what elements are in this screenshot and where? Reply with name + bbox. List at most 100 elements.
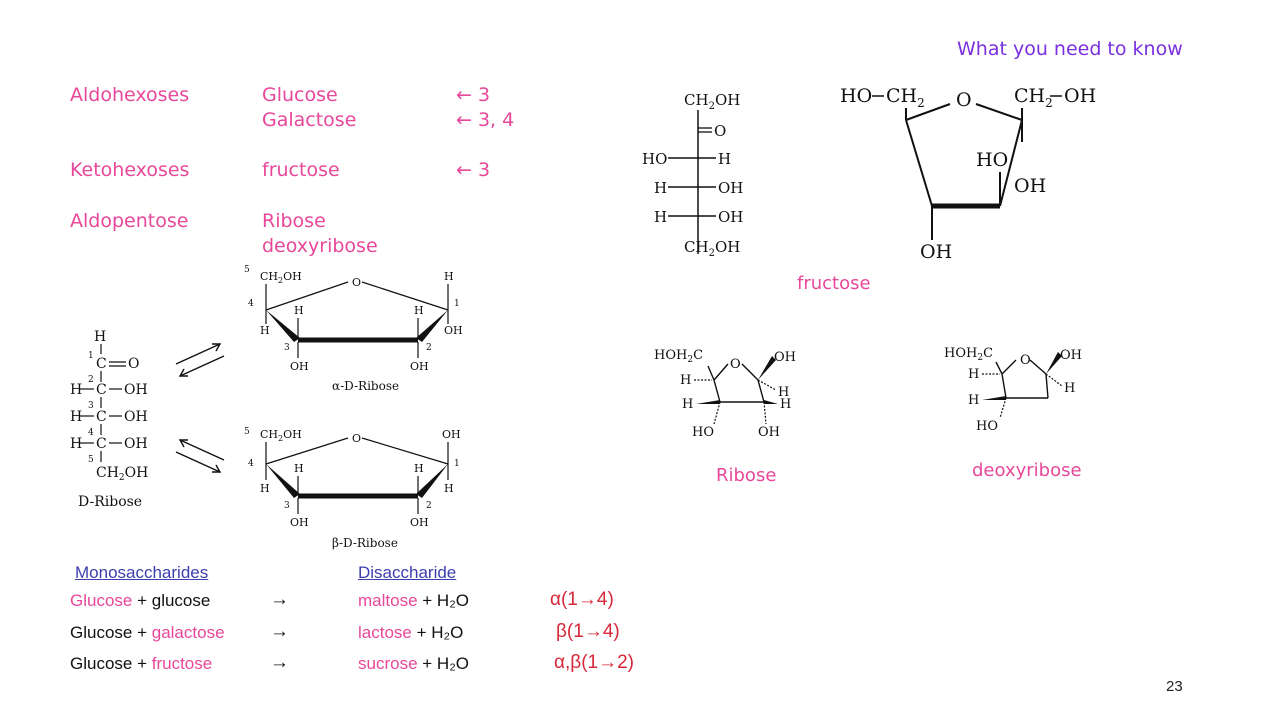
ribose-ring-structure: HOH2C O OH H H H H HO OH [654,348,796,440]
product-name: maltose [358,591,418,610]
svg-text:4: 4 [248,299,254,309]
column-header-monosaccharides: Monosaccharides [75,563,209,582]
fructose-haworth-structure: HO CH2 O CH2 OH HO OH OH [840,85,1096,263]
reactant-a: Glucose [70,654,133,673]
svg-text:3: 3 [284,501,290,511]
svg-text:OH: OH [1060,348,1082,363]
svg-text:O: O [714,122,726,140]
glycosidic-bond: α,β(1→2) [554,652,634,673]
svg-text:4: 4 [88,428,94,438]
caption-ribose: Ribose [716,465,777,486]
svg-text:C: C [96,436,107,452]
reaction-arrow: → [270,589,289,610]
svg-text:HO: HO [976,149,1008,171]
svg-text:H: H [654,179,667,197]
svg-text:2: 2 [88,375,94,385]
plus-sign: + [132,623,152,642]
svg-text:O: O [1020,353,1031,368]
svg-text:3: 3 [88,401,94,411]
svg-text:HO: HO [692,425,714,440]
svg-text:OH: OH [290,360,309,373]
svg-text:H: H [718,150,731,168]
svg-text:2: 2 [426,343,432,353]
equilibrium-arrows [175,343,225,473]
page-number: 23 [1166,678,1183,695]
svg-text:H: H [70,436,82,452]
reactant-b: galactose [151,623,225,642]
svg-text:C: C [96,356,107,372]
svg-text:4: 4 [248,459,254,469]
svg-text:O: O [730,357,741,372]
water: + H₂O [422,654,470,673]
svg-text:H: H [680,373,691,388]
svg-text:H: H [444,482,454,495]
svg-text:1: 1 [454,299,460,309]
alpha-ribose-label: α-D-Ribose [332,379,399,393]
sugar-deoxyribose: deoxyribose [262,235,378,257]
water: + H₂O [422,591,470,610]
svg-text:O: O [956,89,972,111]
svg-text:OH: OH [442,428,461,441]
product-name: lactose [358,623,412,642]
note-glucose: ← 3 [456,84,491,106]
sugar-ribose: Ribose [262,210,326,232]
fructose-fischer-structure: CH2OH O HO H H OH H OH CH2OH [642,91,743,259]
svg-text:O: O [128,356,139,372]
svg-text:H: H [94,329,106,345]
svg-text:H: H [654,208,667,226]
svg-text:HO: HO [976,419,998,434]
page-title: What you need to know [957,38,1183,60]
plus-sign: + [132,654,152,673]
svg-text:OH: OH [718,208,743,226]
svg-text:H: H [70,382,82,398]
reactant-a: Glucose [70,623,133,642]
svg-text:CH2OH: CH2OH [684,91,740,112]
plus-sign: + [132,591,152,610]
product-cell: sucrose + H₂O [358,654,469,674]
svg-text:OH: OH [1014,175,1046,197]
reactant-b: fructose [151,654,213,673]
caption-deoxyribose: deoxyribose [972,460,1082,481]
deoxyribose-ring-structure: HOH2C O OH H H H HO [944,346,1082,434]
svg-text:CH2OH: CH2OH [96,465,148,483]
svg-text:H: H [260,324,270,337]
reactant-a: Glucose [70,591,133,610]
svg-text:C: C [96,382,107,398]
svg-text:O: O [352,432,361,445]
alpha-d-ribose-structure: 5 CH2OH O H 4 1 H OH H H 3 2 OH OH α-D-R… [244,265,463,393]
svg-text:HO: HO [840,85,872,107]
svg-text:H: H [70,409,82,425]
svg-text:OH: OH [920,241,952,263]
d-ribose-fischer-structure: H 1 C O 2 H C OH 3 H C OH 4 H C OH 5 CH2… [70,329,148,510]
svg-text:CH2OH: CH2OH [684,238,740,259]
product-name: sucrose [358,654,418,673]
note-fructose: ← 3 [456,159,491,181]
beta-ribose-label: β-D-Ribose [332,536,398,550]
svg-text:H: H [682,397,693,412]
svg-text:H: H [260,482,270,495]
svg-text:5: 5 [88,455,94,465]
reaction-arrow: → [270,621,289,642]
svg-text:H: H [968,367,979,382]
table-row: Glucose + galactose [70,623,225,643]
svg-text:OH: OH [124,382,148,398]
svg-text:OH: OH [290,516,309,529]
category-aldohexoses: Aldohexoses [70,84,190,106]
svg-text:2: 2 [426,501,432,511]
svg-text:H: H [778,385,789,400]
sugar-galactose: Galactose [262,109,357,131]
svg-text:HOH2C: HOH2C [944,346,993,363]
note-galactose: ← 3, 4 [456,109,515,131]
glycosidic-bond: β(1→4) [556,621,620,642]
svg-text:CH2: CH2 [1014,85,1053,110]
svg-text:O: O [352,276,361,289]
svg-text:CH2: CH2 [886,85,925,110]
svg-text:H: H [294,304,304,317]
table-row: Glucose + fructose [70,654,212,674]
svg-text:OH: OH [410,516,429,529]
reactant-b: glucose [151,591,211,610]
sugar-glucose: Glucose [262,84,338,106]
svg-text:H: H [414,462,424,475]
svg-text:H: H [444,270,454,283]
svg-text:C: C [96,409,107,425]
